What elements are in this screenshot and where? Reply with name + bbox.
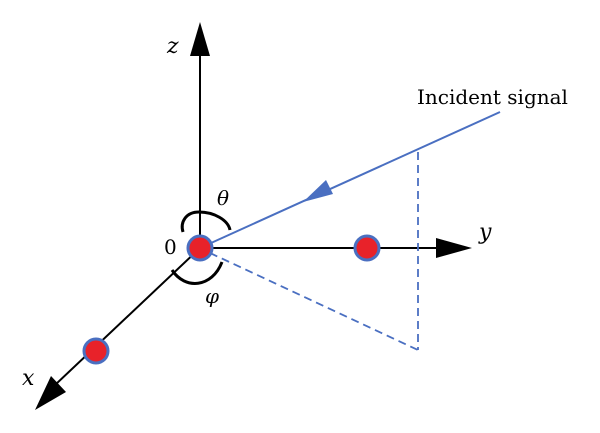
theta-label: θ xyxy=(217,186,229,210)
phi-label: φ xyxy=(205,284,219,308)
projection-to-plane xyxy=(209,252,419,351)
sensor-y-axis xyxy=(353,234,381,262)
theta-arc xyxy=(180,210,200,233)
incident-signal xyxy=(199,111,501,249)
axes xyxy=(35,22,472,410)
y-axis-label: y xyxy=(478,220,492,245)
incident-signal-arrowhead xyxy=(303,180,333,202)
sensors xyxy=(82,234,381,365)
angle-arcs xyxy=(170,210,232,285)
sensor-origin xyxy=(186,234,214,262)
incident-signal-line xyxy=(199,111,501,249)
incident-signal-label: Incident signal xyxy=(417,85,568,109)
origin-label: 0 xyxy=(164,235,177,259)
x-axis-line xyxy=(54,247,201,386)
phi-arc xyxy=(170,261,224,285)
y-axis-arrowhead xyxy=(436,238,472,258)
z-axis-arrowhead xyxy=(190,22,210,56)
x-axis-arrowhead xyxy=(35,376,66,410)
sensor-x-axis xyxy=(82,337,110,365)
signal-projection xyxy=(209,152,419,351)
theta-arc-right xyxy=(198,210,232,231)
x-axis-label: x xyxy=(22,366,35,391)
z-axis-label: z xyxy=(166,34,179,59)
